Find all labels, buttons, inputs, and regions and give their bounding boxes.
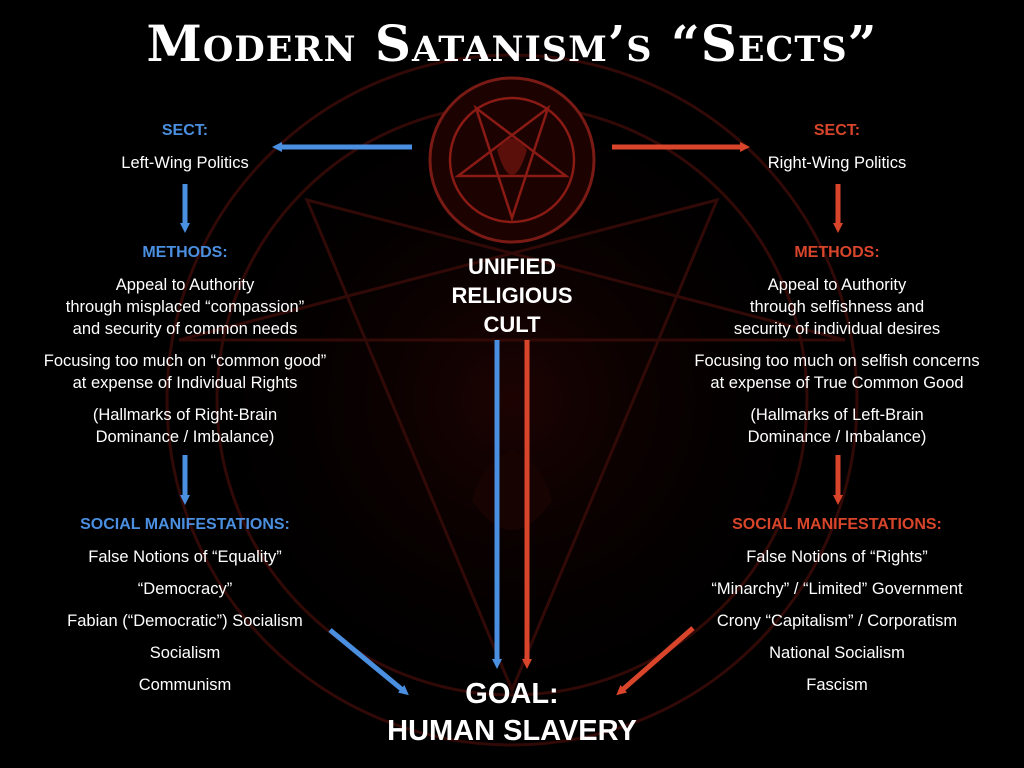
right-sect-block: SECT: Right-Wing Politics (672, 120, 1002, 174)
left-focus-line: Focusing too much on “common good” (43, 352, 327, 370)
background-pentagram (178, 197, 846, 694)
background-sigil (152, 40, 872, 760)
right-manifestation-item: Crony “Capitalism” / Corporatism (716, 612, 958, 630)
left-manifestation-item: Socialism (149, 644, 221, 662)
right-manifestation-item: False Notions of “Rights” (746, 548, 928, 566)
goal-line: HUMAN SLAVERY (387, 715, 637, 747)
arrow-right-to-goal (616, 626, 695, 696)
left-hallmark-line: Dominance / Imbalance) (95, 428, 275, 446)
right-method-line: Appeal to Authority (767, 276, 907, 294)
left-method-line: through misplaced “compassion” (65, 298, 305, 316)
left-manifestation-item: Communism (138, 676, 232, 694)
left-manifestations-block: SOCIAL MANIFESTATIONS: False Notions of … (20, 514, 350, 696)
cult-line: UNIFIED (468, 254, 556, 279)
left-manifestation-item: False Notions of “Equality” (88, 548, 282, 566)
cult-line: RELIGIOUS (451, 283, 573, 308)
goal-line: GOAL: (465, 678, 559, 710)
right-manifestation-item: Fascism (806, 676, 868, 694)
left-methods-label: METHODS: (142, 244, 228, 261)
left-sect-label: SECT: (161, 122, 209, 139)
left-hallmark-line: (Hallmarks of Right-Brain (92, 406, 278, 424)
right-focus-line: at expense of True Common Good (710, 374, 964, 392)
right-focus-line: Focusing too much on selfish concerns (694, 352, 980, 370)
right-hallmark-line: (Hallmarks of Left-Brain (750, 406, 924, 424)
right-manifestation-item: “Minarchy” / “Limited” Government (711, 580, 963, 598)
right-method-line: through selfishness and (749, 298, 925, 316)
arrow-left-to-goal (328, 628, 409, 696)
right-manifestations-block: SOCIAL MANIFESTATIONS: False Notions of … (672, 514, 1002, 696)
goal-label: GOAL: HUMAN SLAVERY (330, 676, 694, 750)
right-sect-label: SECT: (813, 122, 861, 139)
right-methods-block: METHODS: Appeal to Authority through sel… (672, 242, 1002, 448)
right-methods-label: METHODS: (794, 244, 880, 261)
right-manifestation-item: National Socialism (769, 644, 905, 662)
left-manifestation-item: Fabian (“Democratic”) Socialism (67, 612, 303, 630)
right-hallmark-line: Dominance / Imbalance) (747, 428, 927, 446)
left-manifestation-item: “Democracy” (137, 580, 233, 598)
cult-line: CULT (483, 312, 541, 337)
right-sect-name: Right-Wing Politics (767, 154, 907, 172)
left-sect-block: SECT: Left-Wing Politics (20, 120, 350, 174)
page-title: Modern Satanism’s “Sects” (146, 14, 878, 73)
central-sigil (428, 76, 596, 244)
right-method-line: security of individual desires (733, 320, 941, 338)
left-method-line: Appeal to Authority (115, 276, 255, 294)
right-manifestations-label: SOCIAL MANIFESTATIONS: (732, 516, 942, 533)
unified-cult-label: UNIFIED RELIGIOUS CULT (420, 252, 604, 339)
left-sect-name: Left-Wing Politics (121, 154, 249, 172)
left-methods-block: METHODS: Appeal to Authority through mis… (20, 242, 350, 448)
left-focus-line: at expense of Individual Rights (72, 374, 298, 392)
left-manifestations-label: SOCIAL MANIFESTATIONS: (80, 516, 290, 533)
left-method-line: and security of common needs (72, 320, 298, 338)
